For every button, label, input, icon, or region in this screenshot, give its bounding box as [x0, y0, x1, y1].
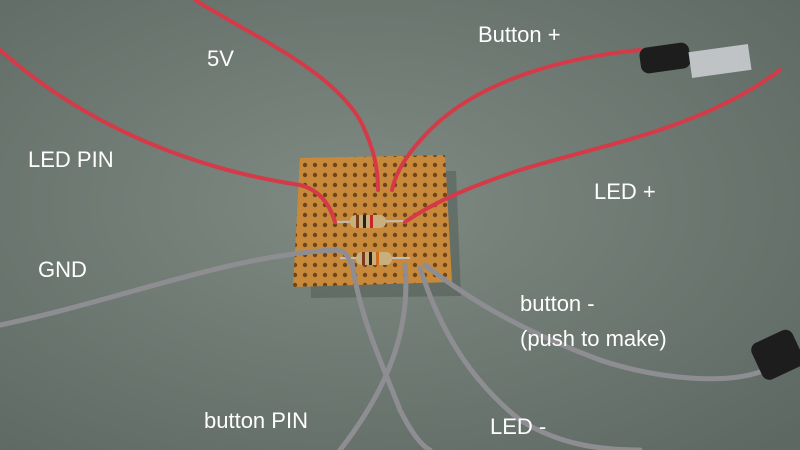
- label-led-pin: LED PIN: [28, 147, 114, 172]
- grey-wires: [0, 247, 768, 450]
- resistor-bottom: [340, 252, 410, 265]
- label-button-pin: button PIN: [204, 408, 308, 433]
- label-gnd: GND: [38, 257, 87, 282]
- label-led-minus: LED -: [490, 414, 547, 439]
- red-wires: [0, 0, 782, 224]
- label-5v: 5V: [207, 46, 234, 71]
- resistor-top: [332, 215, 406, 228]
- label-button-plus: Button +: [478, 22, 561, 47]
- label-led-plus: LED +: [594, 179, 656, 204]
- usb-connector: [639, 42, 752, 79]
- label-button-minus: button -: [520, 291, 595, 316]
- black-connector: [751, 329, 800, 380]
- label-push-to-make: (push to make): [520, 326, 667, 351]
